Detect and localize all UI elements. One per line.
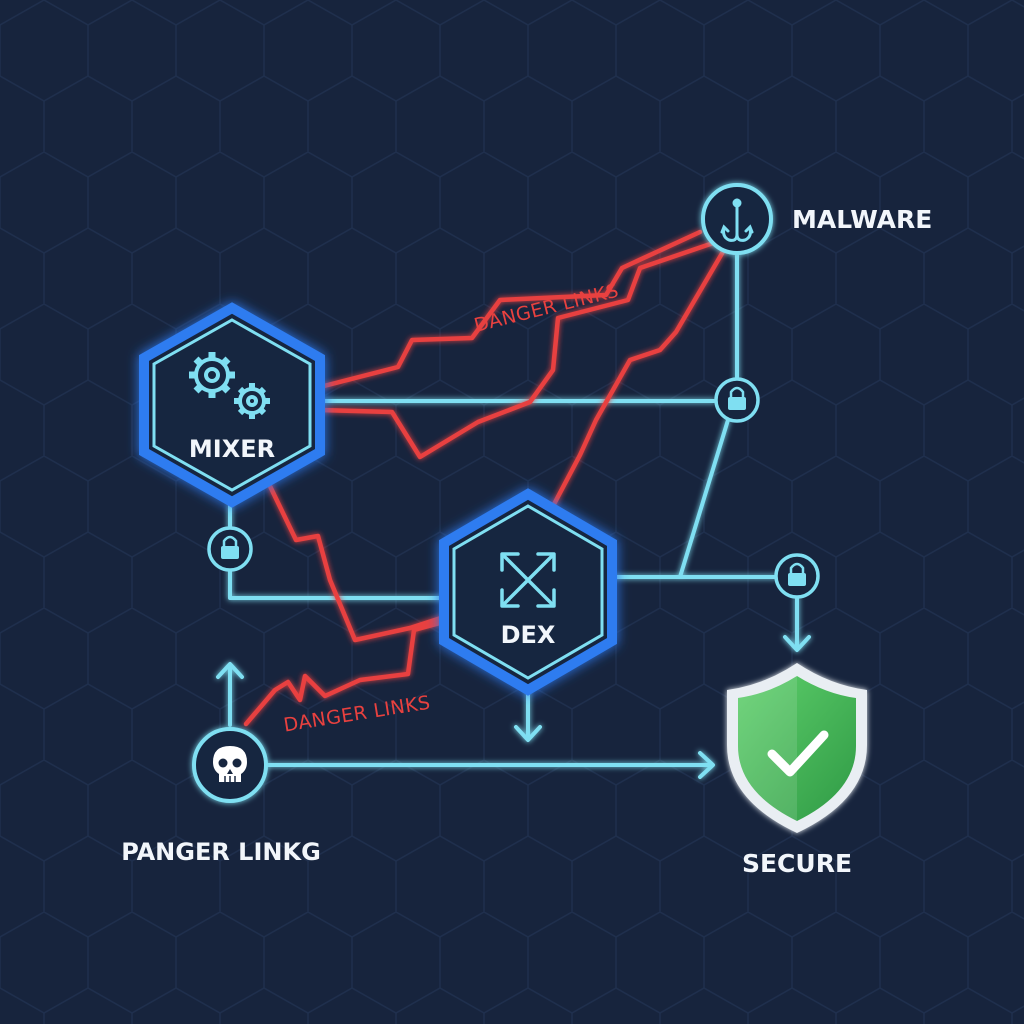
secure-node[interactable]: SECURE	[727, 663, 867, 878]
malware-node[interactable]	[701, 183, 773, 255]
lock-node-left[interactable]	[207, 526, 253, 572]
danger-link-mixer-to-malware	[317, 229, 703, 390]
secure-label: SECURE	[742, 849, 852, 878]
arrowhead-skull-up	[216, 662, 244, 679]
link-lock-to-junction	[678, 418, 730, 579]
danger-link-skull-to-dex	[243, 620, 443, 727]
lock-node-secure[interactable]	[774, 553, 820, 599]
gears-icon	[189, 352, 270, 419]
arrowhead-to-shield	[783, 635, 811, 652]
lock-node-right[interactable]	[714, 377, 760, 423]
secure-links	[216, 252, 811, 779]
danger-link-dex-to-malware	[549, 247, 727, 511]
dex-node[interactable]: DEX	[439, 488, 617, 696]
lock-icon	[788, 562, 806, 586]
danger-source-node[interactable]	[192, 727, 268, 803]
lock-icon	[728, 386, 746, 410]
arrowhead-to-shield-right	[698, 751, 715, 779]
hook-icon	[720, 198, 754, 242]
arrowhead-dex-down	[514, 725, 542, 742]
danger-source-label: PANGER LINKG	[121, 838, 321, 866]
danger-link-mixer-to-malware-lower	[317, 237, 725, 460]
skull-icon	[213, 746, 247, 782]
shield-check-icon	[727, 663, 867, 833]
lock-icon	[221, 535, 239, 559]
mixer-label: MIXER	[189, 435, 275, 463]
malware-label: MALWARE	[792, 205, 932, 234]
mixer-node[interactable]: MIXER	[139, 302, 325, 508]
danger-link-mixer-to-dex	[265, 479, 447, 643]
swap-arrows-icon	[500, 552, 556, 608]
dex-label: DEX	[501, 621, 556, 649]
link-left-lock-to-dex	[228, 566, 447, 600]
danger-links	[243, 229, 727, 727]
